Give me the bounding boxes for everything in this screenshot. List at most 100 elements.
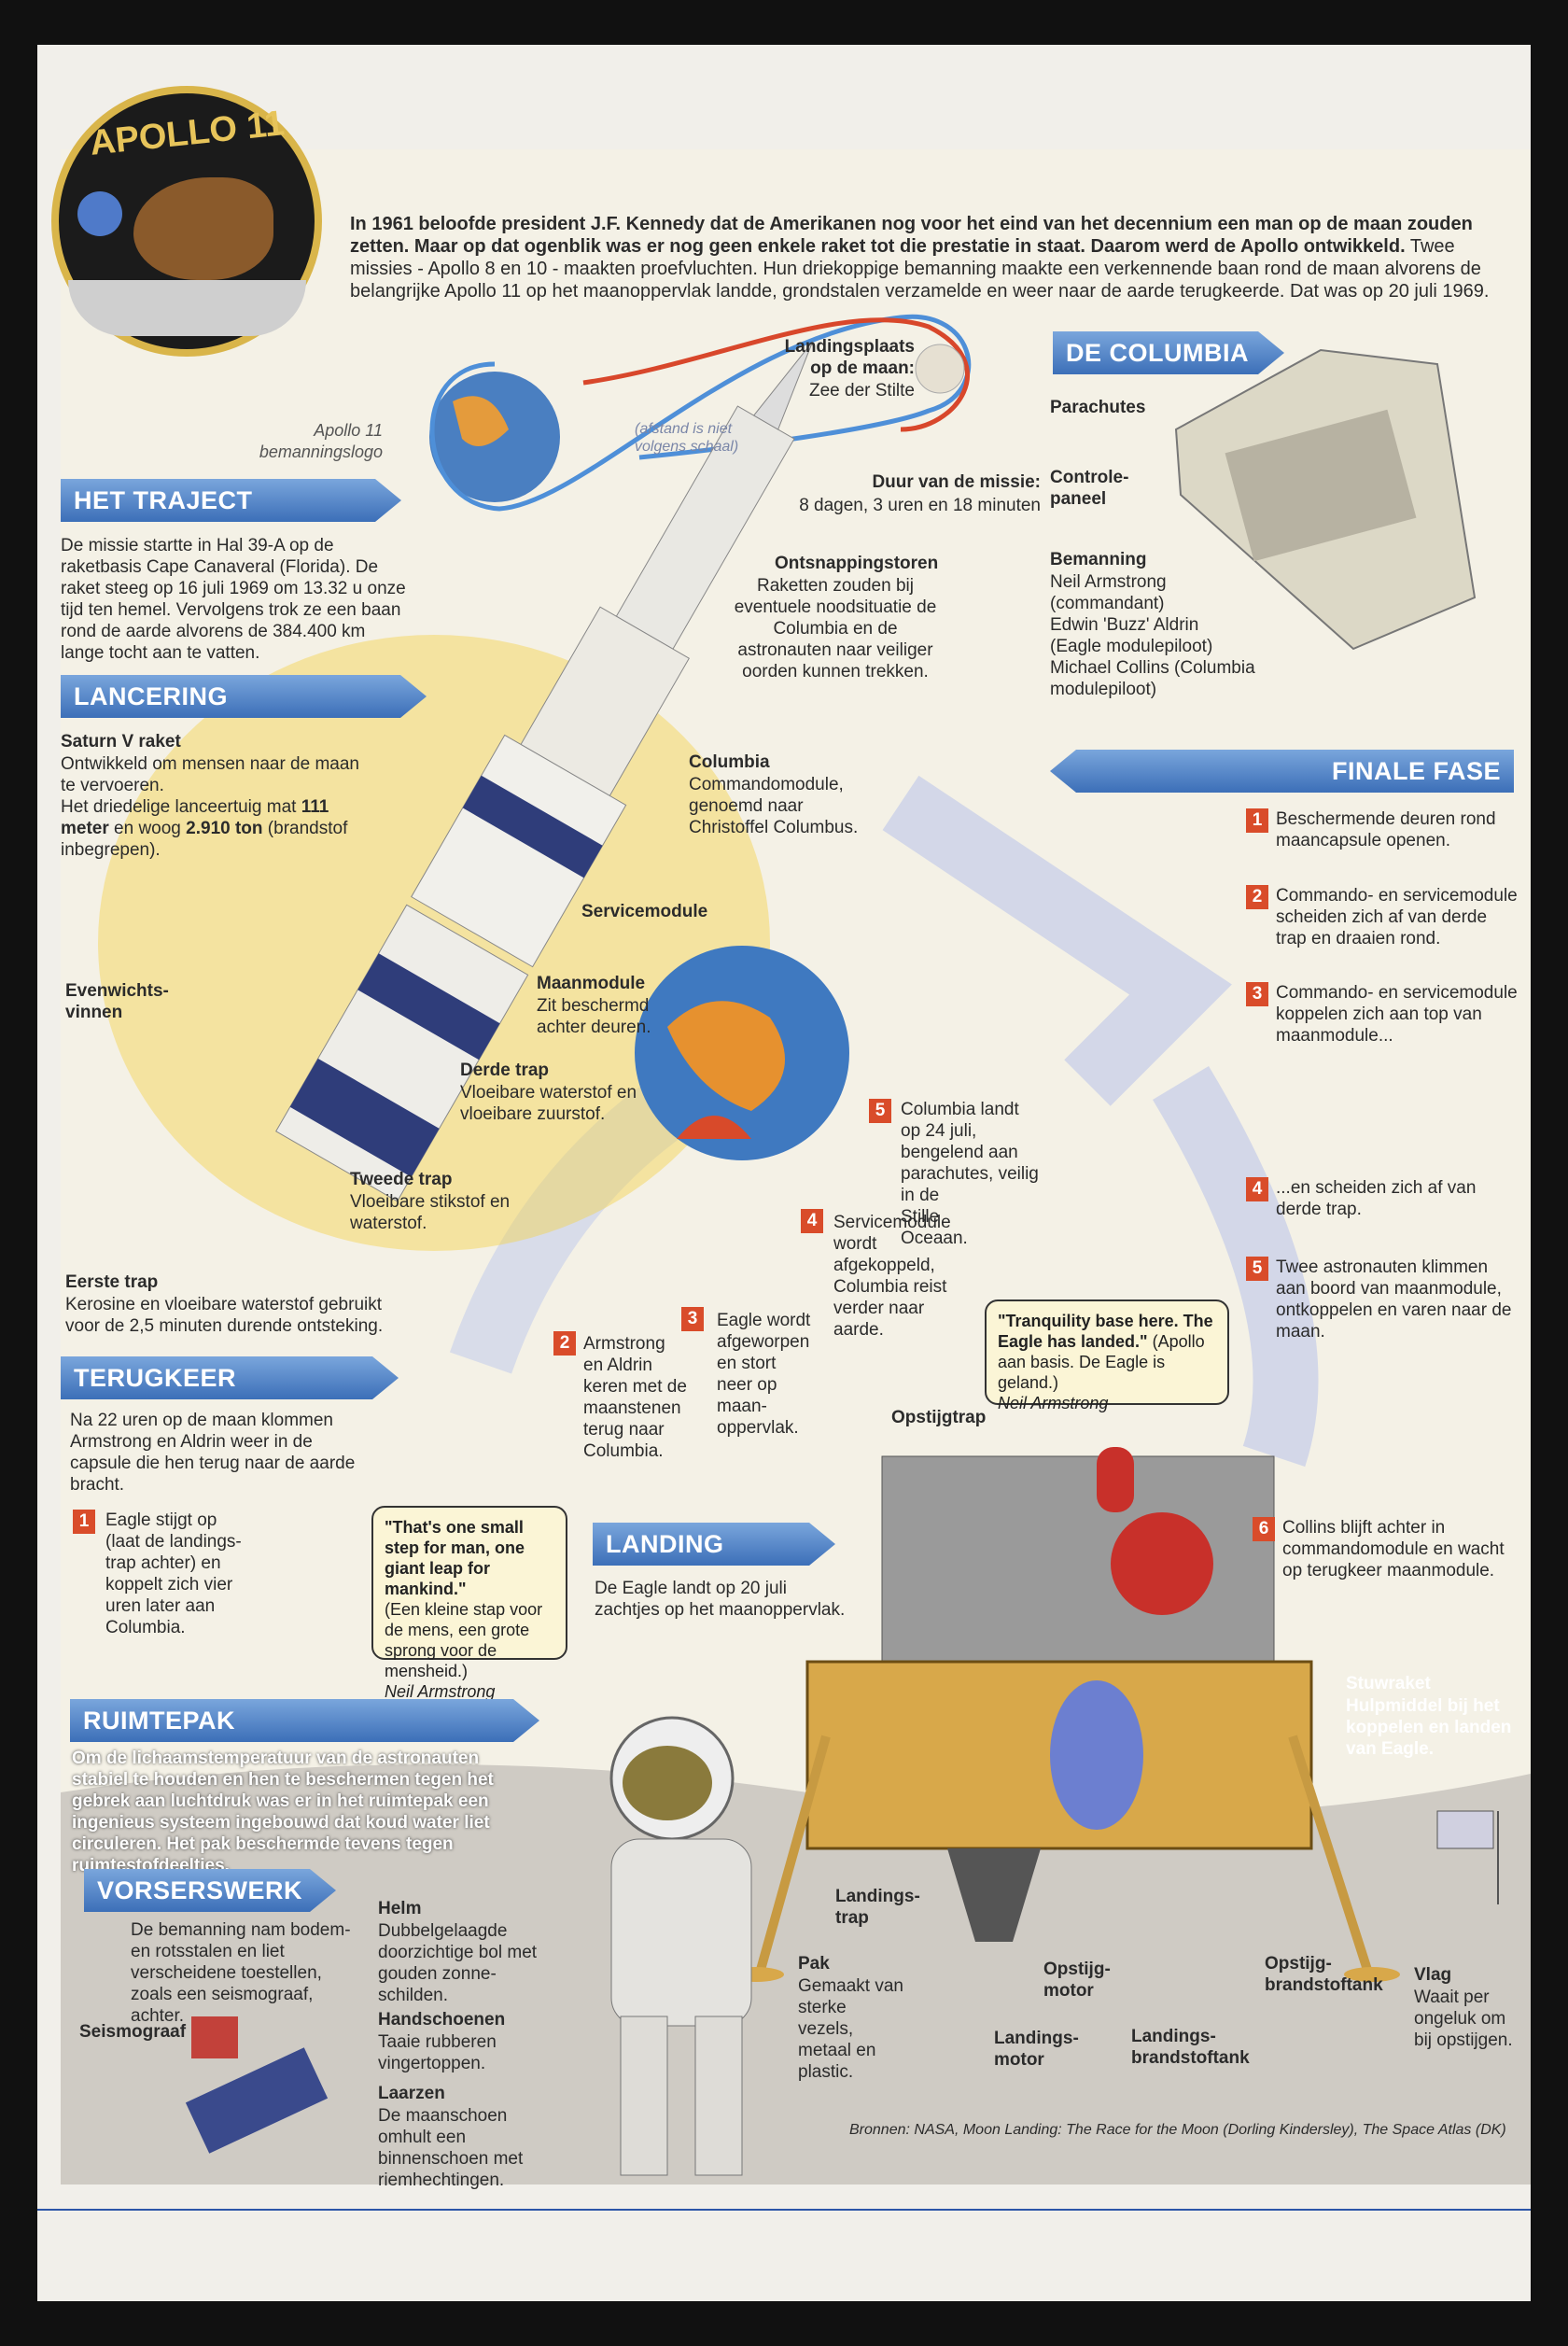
section-terugkeer-text: Na 22 uren op de maan klommen Armstrong … — [70, 1411, 356, 1495]
finale-step-4-number: 4 — [1246, 1177, 1268, 1201]
apollo-11-logo: APOLLO 11 — [51, 86, 322, 357]
quote-tranquility-body: "Tranquility base here. The Eagle has la… — [998, 1311, 1216, 1393]
quote-tranquility-translation: (Apollo aan basis. De Eagle is geland.) — [998, 1332, 1205, 1392]
section-columbia-title: DE COLUMBIA — [1053, 331, 1284, 374]
section-traject-text: De missie startte in Hal 39-A op de rake… — [61, 536, 406, 663]
scale-note: (afstand is niet volgens schaal) — [635, 421, 739, 455]
finale-step-5-number: 5 — [1246, 1257, 1268, 1281]
finale-step-5-text: Twee astronauten klimmen aan boord van m… — [1276, 1257, 1512, 1342]
duration-value: 8 dagen, 3 uren en 18 minuten — [799, 496, 1041, 515]
eerste-trap-title: Eerste trap — [65, 1272, 159, 1292]
label-landingstrap: Landings- trap — [835, 1887, 920, 1928]
logo-earth-icon — [77, 191, 122, 236]
suit-pak-text: Gemaakt van sterke vezels, metaal en pla… — [798, 1976, 903, 2082]
intro-bold: In 1961 beloofde president J.F. Kennedy … — [350, 214, 1473, 257]
landing-site-value: Zee der Stilte — [809, 381, 915, 400]
saturn-text-1: Ontwikkeld om mensen naar de maan te ver… — [61, 754, 359, 795]
trajectory-blue-path — [429, 314, 972, 512]
maanmodule-text: Zit beschermd achter deuren. — [537, 996, 651, 1037]
section-landing-text: De Eagle landt op 20 juli zachtjes op he… — [595, 1579, 846, 1620]
columbia-label-title: Columbia — [689, 752, 770, 772]
columbia-panel-label: Controle- paneel — [1050, 468, 1129, 509]
bottom-rule — [37, 2209, 1531, 2211]
intro-body: Twee missies - Apollo 8 en 10 - maakten … — [350, 236, 1490, 302]
quote-armstrong-author: Neil Armstrong — [385, 1682, 496, 1701]
path-arrow-right — [1152, 1065, 1319, 1468]
tweede-trap-title: Tweede trap — [350, 1170, 453, 1189]
astronaut-illustration — [609, 1716, 752, 2176]
columbia-crew-list: Neil Armstrong (commandant) Edwin 'Buzz'… — [1050, 572, 1255, 699]
quote-armstrong: "That's one small step for man, one gian… — [371, 1506, 567, 1701]
derde-trap-title: Derde trap — [460, 1061, 550, 1080]
section-finale-title: FINALE FASE — [1050, 750, 1514, 793]
terugkeer-step-3-text: Eagle wordt afgeworpen en stort neer op … — [717, 1311, 811, 1438]
columbia-parachutes-label: Parachutes — [1050, 398, 1146, 417]
finale-step-4-text: ...en scheiden zich af van derde trap. — [1276, 1178, 1477, 1219]
saturn-height: 111 meter — [61, 797, 329, 838]
logo-eagle-icon — [133, 177, 273, 280]
logo-caption: Apollo 11 bemanningslogo — [259, 421, 383, 461]
saturn-title: Saturn V raket — [61, 732, 181, 752]
terugkeer-step-2-text: Armstrong en Aldrin keren met de maanste… — [583, 1334, 687, 1461]
finale-step-3-number: 3 — [1246, 982, 1268, 1006]
finale-step-1-text: Beschermende deuren rond maancapsule ope… — [1276, 809, 1496, 850]
label-landingsbrandstoftank: Landings- brandstoftank — [1131, 2027, 1250, 2068]
tower-title: Ontsnappingstoren — [775, 554, 939, 573]
landing-site-label: Landingsplaats op de maan: — [784, 337, 915, 378]
maanmodule-title: Maanmodule — [537, 974, 646, 993]
suit-helm-title: Helm — [378, 1899, 422, 1918]
terugkeer-step-1-text: Eagle stijgt op (laat de landings- trap … — [105, 1510, 242, 1637]
suit-pak-title: Pak — [798, 1954, 830, 1974]
section-ruimtepak-text: Om de lichaamstemperatuur van de astrona… — [72, 1749, 494, 1875]
section-ruimtepak-title: RUIMTEPAK — [70, 1699, 539, 1742]
flag-illustration — [1436, 1810, 1494, 1849]
section-vorserswerk-title: VORSERSWERK — [84, 1869, 336, 1912]
illustrations — [61, 314, 1531, 2184]
terugkeer-step-4-number: 4 — [801, 1209, 823, 1233]
quote-tranquility-text: "Tranquility base here. The Eagle has la… — [998, 1312, 1213, 1351]
label-stuwraket-text: Hulpmiddel bij het koppelen en landen va… — [1346, 1696, 1512, 1759]
seismograph-illustration — [185, 2016, 329, 2154]
terugkeer-step-1-number: 1 — [73, 1510, 95, 1534]
label-opstijgtrap: Opstijgtrap — [891, 1408, 987, 1427]
sources-credit: Bronnen: NASA, Moon Landing: The Race fo… — [849, 2122, 1506, 2138]
moon — [915, 344, 965, 394]
label-opstijgmotor: Opstijg- motor — [1043, 1960, 1111, 2001]
terugkeer-step-3-number: 3 — [681, 1307, 704, 1331]
saturn-text-2: Het driedelige lanceertuig mat 111 meter… — [61, 796, 369, 861]
seismograph-label: Seismograaf — [79, 2022, 187, 2042]
terugkeer-step-5-text: Columbia landt op 24 juli, bengelend aan… — [901, 1100, 1039, 1248]
finale-step-6-text: Collins blijft achter in commandomodule … — [1282, 1518, 1505, 1580]
section-traject-title: HET TRAJECT — [61, 479, 401, 522]
section-terugkeer-title: TERUGKEER — [61, 1356, 399, 1399]
duration-label: Duur van de missie: — [872, 472, 1041, 492]
saturn-text-2c: en woog — [108, 819, 187, 838]
scanned-page: APOLLO 11 Apollo 11 bemanningslogo In 19… — [37, 45, 1531, 2301]
intro-paragraph: In 1961 beloofde president J.F. Kennedy … — [350, 213, 1512, 302]
label-vlag-title: Vlag — [1414, 1965, 1452, 1985]
label-stuwraket-title: Stuwraket — [1346, 1674, 1431, 1693]
parachutes-illustration — [677, 1116, 751, 1139]
suit-handschoenen-text: Taaie rubberen vingertoppen. — [378, 2032, 497, 2073]
columbia-crew-title: Bemanning — [1050, 550, 1147, 569]
suit-helm-text: Dubbelgelaagde doorzichtige bol met goud… — [378, 1921, 538, 2005]
path-arrow-finale — [882, 775, 1232, 1106]
quote-armstrong-text: "That's one small step for man, one gian… — [385, 1518, 525, 1598]
label-opstijgbrandstoftank: Opstijg- brandstoftank — [1265, 1954, 1383, 1995]
suit-laarzen-title: Laarzen — [378, 2084, 445, 2103]
terugkeer-step-4-text: Servicemodule wordt afgekoppeld, Columbi… — [833, 1213, 951, 1340]
eerste-trap-text: Kerosine en vloeibare waterstof gebruikt… — [65, 1295, 384, 1336]
newspaper-clipping: APOLLO 11 Apollo 11 bemanningslogo In 19… — [51, 86, 1531, 2190]
servicemodule-label: Servicemodule — [581, 902, 708, 921]
terugkeer-step-5-number: 5 — [869, 1099, 891, 1123]
finale-step-1-number: 1 — [1246, 808, 1268, 833]
lunar-module-illustration — [728, 1447, 1400, 1982]
moon-surface — [61, 1764, 1531, 2184]
finale-step-2-text: Commando- en servicemodule scheiden zich… — [1276, 886, 1518, 948]
label-landingsmotor: Landings- motor — [994, 2029, 1079, 2070]
logo-moon-surface — [68, 280, 306, 336]
saturn-weight: 2.910 ton — [186, 819, 263, 838]
section-landing-title: LANDING — [593, 1523, 835, 1566]
finale-step-3-text: Commando- en servicemodule koppelen zich… — [1276, 983, 1518, 1046]
tweede-trap-text: Vloeibare stikstof en waterstof. — [350, 1192, 511, 1233]
